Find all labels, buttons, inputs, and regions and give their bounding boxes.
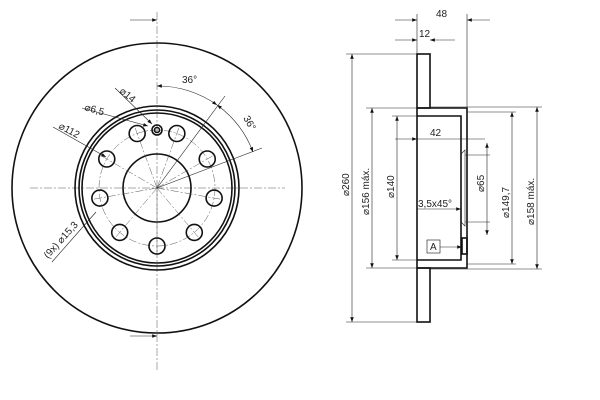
leader-dia6-5 — [81, 107, 149, 127]
angle-leader-2 — [156, 147, 263, 189]
bolt-hole — [205, 189, 223, 207]
angle-leader — [156, 95, 226, 189]
chamfer-label: 3,5x45° — [418, 199, 452, 210]
bolt-hole — [168, 124, 186, 143]
bolt-hole-centerline — [91, 187, 158, 200]
bolt-hole-centerline — [156, 187, 200, 239]
front-view: 36° 36° ⌀14 ⌀6,5 ⌀112 (9x) ⌀15,3 — [11, 12, 303, 372]
dim-140-label: ⌀140 — [386, 175, 397, 198]
bolt-hole-centerline — [156, 125, 180, 189]
dim-149-7-label: ⌀149,7 — [501, 187, 512, 218]
dim-48-label: 48 — [436, 9, 448, 20]
dim-158-label: ⌀158 máx. — [526, 178, 537, 225]
bolt-hole — [185, 223, 204, 242]
label-bolt-holes: (9x) ⌀15,3 — [42, 220, 81, 261]
datum-box — [426, 239, 441, 254]
angle-dimension-1 — [156, 84, 218, 106]
angle-label-1: 36° — [182, 75, 197, 86]
bolt-hole-centerline — [99, 154, 158, 189]
dim-65-label: ⌀65 — [476, 174, 487, 192]
leader-bolt-holes — [51, 211, 97, 263]
section-view: 48 12 ⌀260 ⌀156 máx. ⌀140 42 ⌀65 3,5x45°… — [341, 9, 542, 323]
angle-dimension-2 — [216, 104, 254, 153]
datum-feature — [461, 237, 468, 255]
bolt-hole-centerline — [156, 187, 223, 200]
leader-dia14 — [114, 87, 153, 125]
disc-section-bottom — [416, 267, 431, 323]
bolt-hole — [198, 150, 217, 168]
hat-inner-ring — [78, 109, 236, 267]
locating-hole-outer — [151, 124, 163, 136]
dim-12-label: 12 — [419, 29, 431, 40]
bolt-hole — [110, 223, 129, 242]
label-dia112: ⌀112 — [57, 121, 82, 141]
bolt-hole-centerline — [156, 154, 215, 189]
dim-42-label: 42 — [430, 128, 442, 139]
hub-face-recess — [460, 149, 466, 227]
angle-label-2: 36° — [240, 114, 257, 133]
dim-156-label: ⌀156 máx. — [361, 168, 372, 215]
label-dia6-5: ⌀6,5 — [83, 102, 106, 118]
dim-260-label: ⌀260 — [341, 173, 352, 196]
bolt-hole-centerline — [114, 187, 158, 239]
bolt-hole-centerline — [134, 125, 158, 189]
leader-dia112 — [52, 126, 107, 158]
label-dia14: ⌀14 — [117, 86, 138, 106]
disc-section-top — [416, 53, 431, 109]
hat-outer-ring — [74, 105, 240, 271]
bolt-holes — [91, 124, 223, 255]
datum-label: A — [430, 242, 437, 253]
bolt-hole — [128, 124, 146, 143]
bolt-hole — [97, 150, 116, 168]
disc-outer-edge — [11, 42, 303, 334]
hat-section — [416, 107, 468, 269]
hat-inner-ring-2 — [81, 112, 233, 264]
locating-hole — [153, 126, 161, 134]
bolt-hole — [91, 189, 109, 207]
